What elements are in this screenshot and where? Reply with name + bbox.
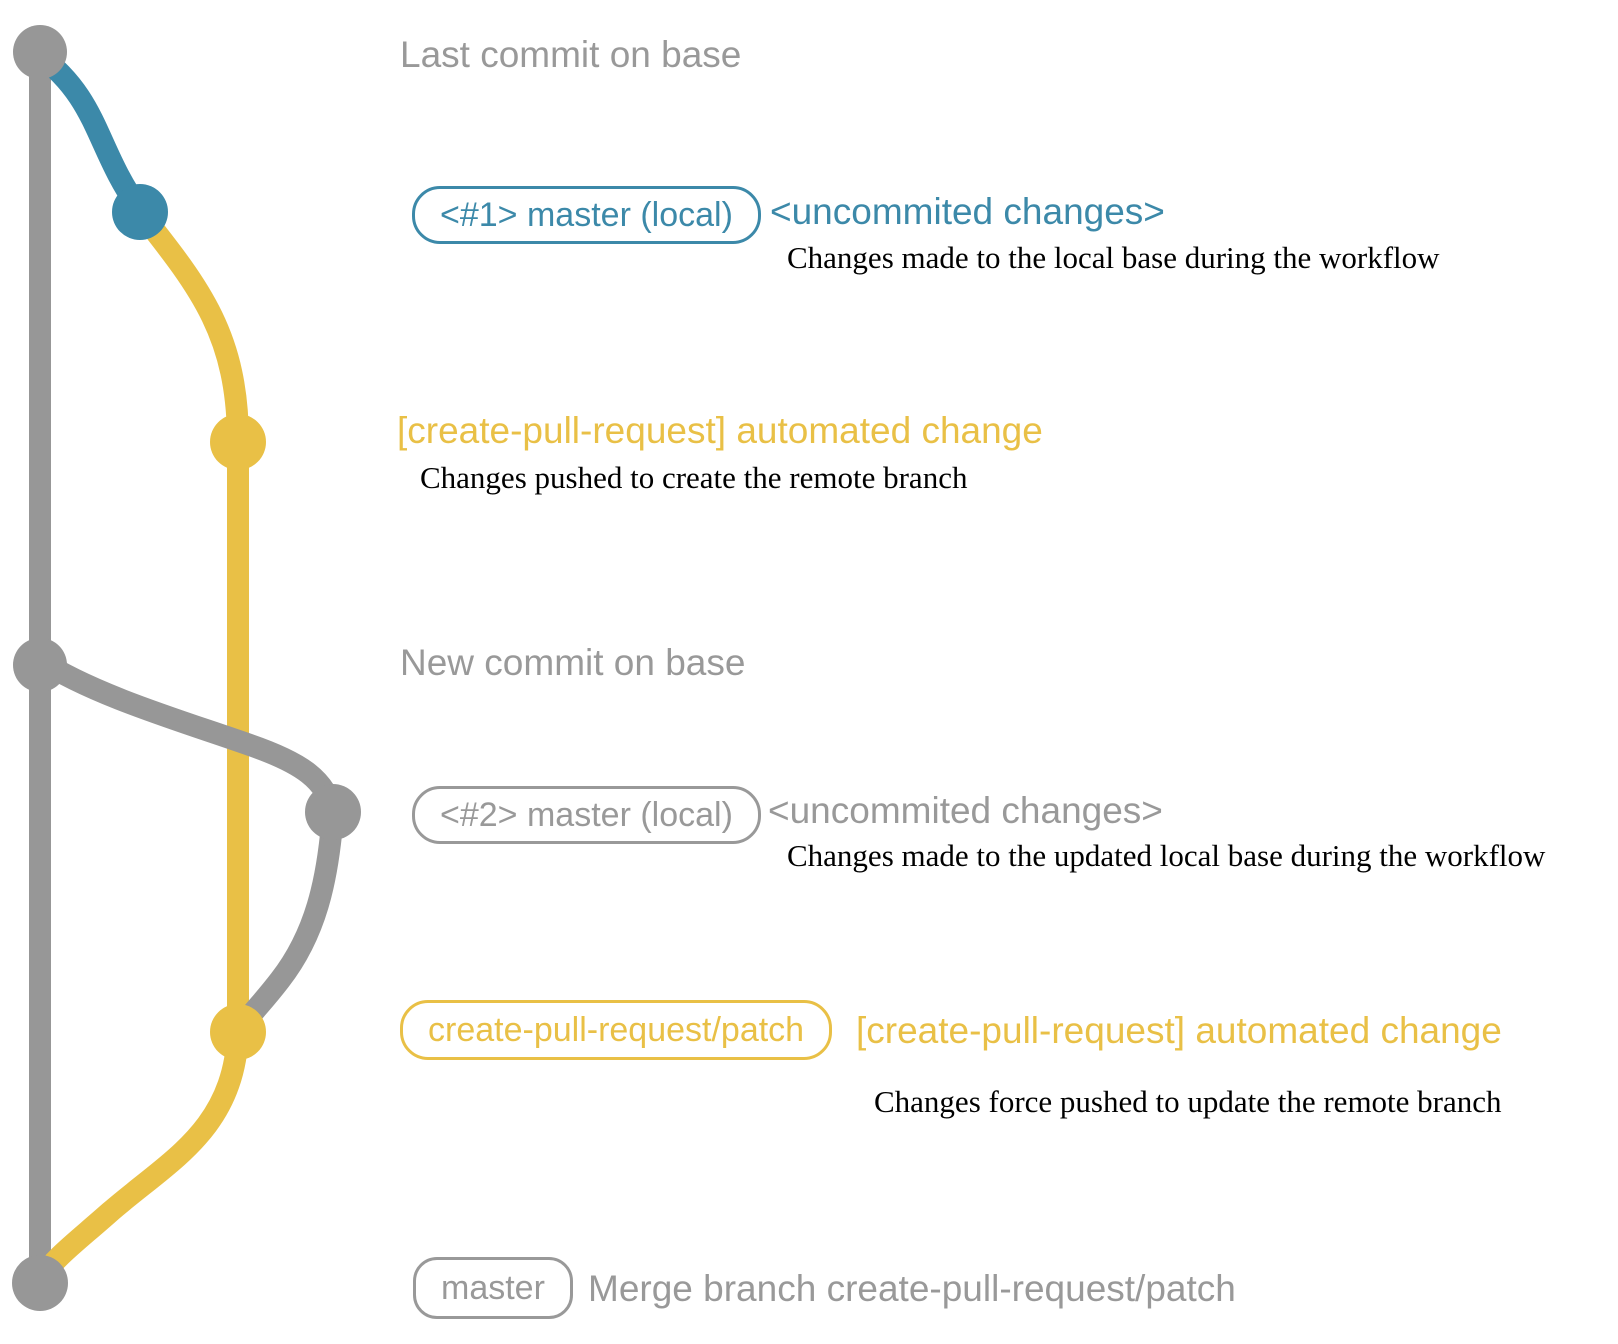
badge-master: master (413, 1257, 573, 1319)
badge-master-local-1: <#1> master (local) (412, 186, 761, 244)
uncommited-changes-2-title: <uncommited changes> (768, 790, 1163, 831)
automated-change-1-description: Changes pushed to create the remote bran… (420, 460, 968, 495)
patch-branch-line (129, 201, 249, 1046)
git-graph (12, 25, 361, 1311)
badge-master-local-2: <#2> master (local) (412, 786, 761, 844)
uncommited-changes-2-description: Changes made to the updated local base d… (787, 838, 1546, 873)
automated-change-2-description: Changes force pushed to update the remot… (874, 1084, 1502, 1119)
last-commit-annotation: Last commit on base (400, 34, 742, 75)
uncommited-changes-1-title: <uncommited changes> (770, 191, 1165, 232)
commit-node-new-base (13, 638, 67, 692)
new-commit-annotation: New commit on base (400, 642, 746, 683)
commit-node-push-1 (210, 414, 266, 470)
merge-branch-annotation: Merge branch create-pull-request/patch (588, 1268, 1236, 1309)
commit-node-last-base (13, 25, 67, 79)
local-branch-curve (27, 43, 151, 221)
commit-node-local-1 (112, 184, 168, 240)
automated-change-2-title: [create-pull-request] automated change (856, 1010, 1502, 1051)
uncommited-changes-1-description: Changes made to the local base during th… (787, 240, 1440, 275)
badge-create-pull-request-patch: create-pull-request/patch (400, 1000, 833, 1060)
commit-node-push-2 (210, 1004, 266, 1060)
commit-node-merge (12, 1255, 68, 1311)
commit-node-local-2 (305, 784, 361, 840)
automated-change-1-title: [create-pull-request] automated change (397, 410, 1043, 451)
rebase-curve (229, 801, 344, 1041)
patch-merge-curve (29, 1021, 249, 1291)
base-merge-curve (29, 649, 344, 823)
